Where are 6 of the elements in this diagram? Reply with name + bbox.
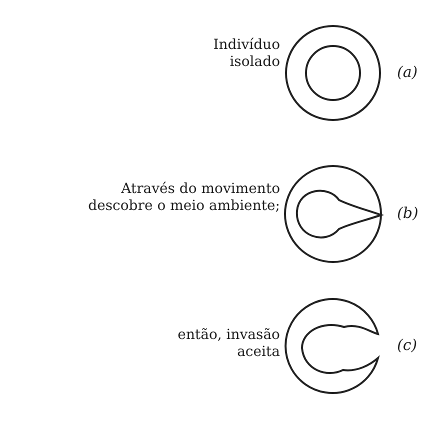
caption-text: então, invasão aceita <box>176 327 280 361</box>
caption-text: Através do movimento descobre o meio ambiente; <box>87 181 280 215</box>
caption-text: Indivíduo isolado <box>212 37 280 71</box>
figure-label: (a) <box>397 63 418 81</box>
figure-label: (c) <box>397 336 418 354</box>
figure-label: (b) <box>397 204 418 222</box>
